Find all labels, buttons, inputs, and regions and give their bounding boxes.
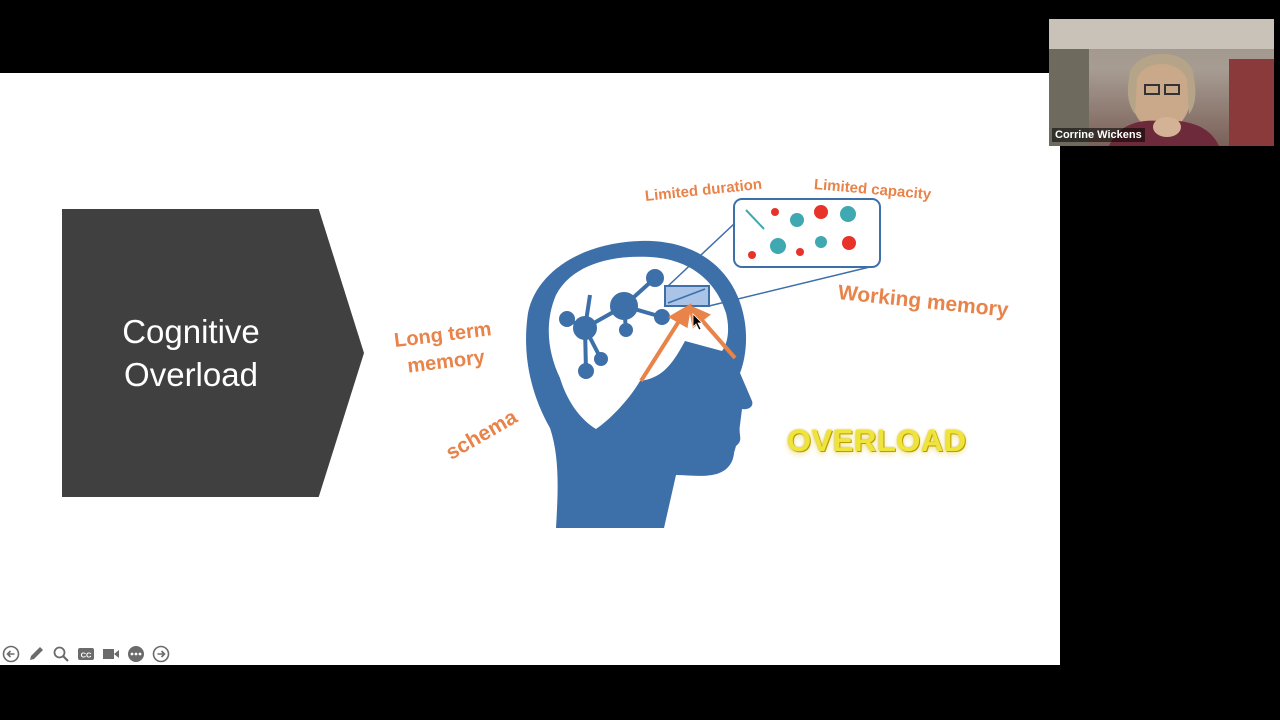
more-options-icon bbox=[128, 646, 144, 662]
next-slide-button[interactable] bbox=[152, 645, 170, 663]
video-camera-icon bbox=[103, 649, 119, 659]
neural-network-icon bbox=[559, 269, 670, 379]
pen-icon bbox=[30, 647, 43, 660]
zoom-button[interactable] bbox=[52, 645, 70, 663]
previous-slide-icon bbox=[2, 645, 20, 663]
slideshow-toolbar: CC bbox=[2, 645, 170, 663]
slide-title-line-1: Cognitive bbox=[122, 313, 260, 350]
captions-icon: CC bbox=[78, 648, 94, 660]
participant-name-label: Corrine Wickens bbox=[1052, 128, 1145, 142]
participant-video-feed bbox=[1049, 19, 1274, 146]
pen-tool-button[interactable] bbox=[27, 645, 45, 663]
next-slide-icon bbox=[152, 645, 170, 663]
working-memory-callout bbox=[733, 198, 881, 268]
svg-text:CC: CC bbox=[81, 651, 92, 660]
slide-title-line-2: Overload bbox=[124, 356, 258, 393]
more-options-button[interactable] bbox=[127, 645, 145, 663]
zoom-icon bbox=[53, 646, 69, 662]
presentation-slide: Cognitive Overload bbox=[0, 73, 1060, 665]
slide-title: Cognitive Overload bbox=[62, 209, 320, 497]
label-overload: OVERLOAD bbox=[787, 423, 967, 458]
participant-video-tile[interactable]: Corrine Wickens bbox=[1049, 19, 1274, 146]
title-chevron-shape: Cognitive Overload bbox=[62, 209, 364, 497]
input-arrows bbox=[639, 303, 737, 383]
memory-items bbox=[745, 205, 856, 259]
previous-slide-button[interactable] bbox=[2, 645, 20, 663]
head-diagram bbox=[526, 198, 881, 528]
video-button[interactable] bbox=[102, 645, 120, 663]
captions-button[interactable]: CC bbox=[77, 645, 95, 663]
mouse-cursor-icon bbox=[692, 313, 703, 331]
